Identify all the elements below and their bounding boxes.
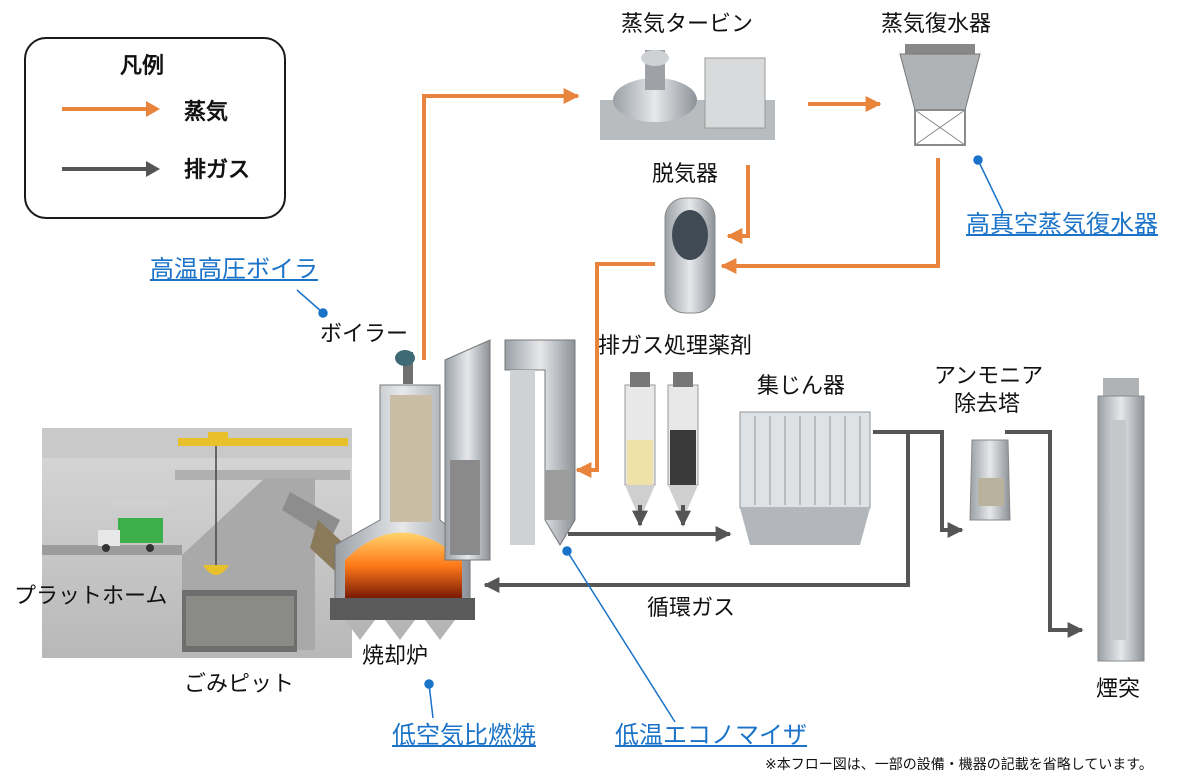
label-recirculation: 循環ガス: [647, 596, 735, 621]
link-low-temp-economizer[interactable]: 低温エコノマイザ: [615, 722, 807, 750]
label-turbine: 蒸気タービン: [621, 12, 753, 37]
chimney: [1098, 378, 1144, 661]
legend-steam-label: 蒸気: [184, 100, 228, 125]
label-dust-collector: 集じん器: [757, 374, 845, 399]
link-low-air-combustion[interactable]: 低空気比燃焼: [392, 722, 536, 750]
label-ammonia-line2: 除去塔: [954, 392, 1020, 417]
boiler-passes: [445, 340, 575, 560]
label-chimney: 煙突: [1096, 677, 1140, 702]
dust-collector: [740, 412, 870, 545]
label-condenser: 蒸気復水器: [881, 12, 991, 37]
label-boiler: ボイラー: [320, 322, 408, 347]
link-high-vacuum-condenser[interactable]: 高真空蒸気復水器: [966, 211, 1158, 239]
label-ammonia-line1: アンモニア: [934, 364, 1043, 389]
label-chemicals: 排ガス処理薬剤: [598, 334, 752, 359]
label-incinerator: 焼却炉: [362, 644, 428, 669]
footnote: ※本フロー図は、一部の設備・機器の記載を省略しています。: [765, 757, 1153, 773]
legend-exhaust-label: 排ガス: [184, 158, 250, 183]
chemical-silos: [625, 372, 698, 515]
legend-title: 凡例: [120, 54, 164, 79]
ammonia-tower: [970, 440, 1010, 520]
steam-condenser: [900, 44, 980, 145]
label-platform: プラットホーム: [14, 584, 167, 609]
deaerator: [665, 198, 715, 313]
legend: 凡例 蒸気 排ガス: [24, 37, 286, 219]
link-high-temp-boiler[interactable]: 高温高圧ボイラ: [150, 256, 318, 284]
legend-steam-arrow-icon: [62, 99, 162, 119]
refuse-building: [42, 428, 352, 658]
label-deaerator: 脱気器: [652, 162, 718, 187]
label-pit: ごみピット: [184, 672, 294, 697]
steam-turbine: [600, 50, 775, 140]
legend-exhaust-arrow-icon: [62, 159, 162, 179]
